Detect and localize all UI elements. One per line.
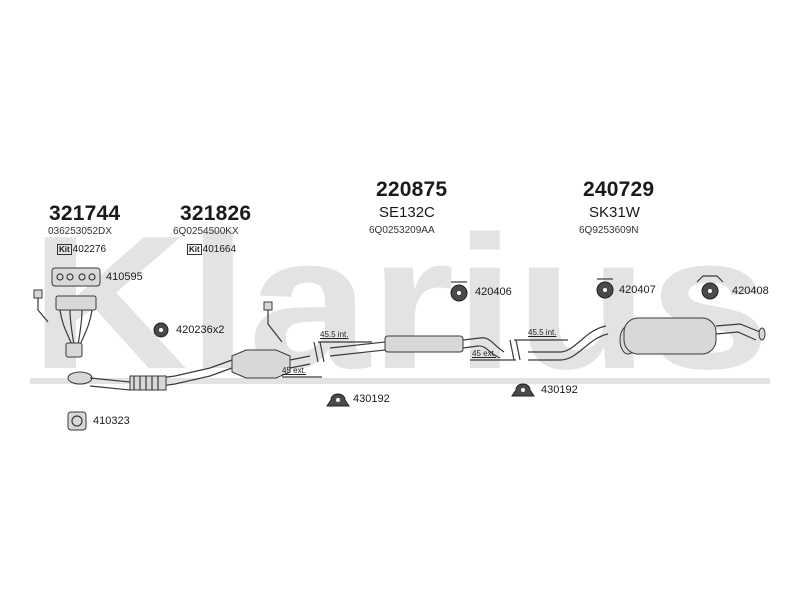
catalyst-kit-number: 401664 — [202, 243, 237, 255]
catalyst-part-number[interactable]: 321826 — [180, 202, 252, 225]
dimension-int-left: 45.5 int. — [320, 330, 349, 339]
manifold-kit[interactable]: Kit 402276 — [57, 244, 106, 255]
hanger-rear-number[interactable]: 420408 — [732, 285, 769, 297]
gasket-manifold-icon[interactable] — [51, 267, 101, 287]
rear-silencer-icon[interactable] — [528, 317, 766, 361]
middle-silencer-oem-number: 6Q0253209AA — [369, 225, 435, 236]
kit-badge-icon: Kit — [187, 244, 202, 255]
joint-left-icon — [313, 341, 325, 363]
dimension-int-right: 45.5 int. — [528, 328, 557, 337]
clamp-left-icon[interactable] — [326, 393, 350, 407]
hanger-middle-icon[interactable] — [450, 281, 468, 302]
hanger-middle-number[interactable]: 420406 — [475, 286, 512, 298]
manifold-part-number[interactable]: 321744 — [49, 202, 121, 225]
front-pipe-icon[interactable] — [67, 359, 233, 391]
catalyst-oem-number: 6Q0254500KX — [173, 226, 239, 237]
middle-silencer-icon[interactable] — [329, 335, 505, 359]
rear-silencer-part-number[interactable]: 240729 — [583, 178, 655, 201]
clamp-left-number[interactable]: 430192 — [353, 393, 390, 405]
hanger-rear-front-number[interactable]: 420407 — [619, 284, 656, 296]
hanger-rear-icon[interactable] — [696, 275, 724, 300]
kit-badge-icon: Kit — [57, 244, 72, 255]
joint-right-icon — [509, 339, 521, 361]
manifold-kit-number: 402276 — [72, 243, 107, 255]
clamp-right-icon[interactable] — [511, 383, 535, 397]
catalyst-kit[interactable]: Kit 401664 — [187, 244, 236, 255]
exhaust-manifold-icon[interactable] — [33, 289, 97, 358]
gasket-manifold-number[interactable]: 410595 — [106, 271, 143, 283]
rubber-mount-cat-icon[interactable] — [153, 322, 169, 338]
rubber-mount-cat-number[interactable]: 420236x2 — [176, 324, 225, 336]
gasket-flange-icon[interactable] — [67, 411, 87, 431]
catalyst-icon[interactable] — [231, 301, 311, 379]
clamp-right-number[interactable]: 430192 — [541, 384, 578, 396]
dimension-ext-right: 45 ext. — [472, 349, 497, 358]
rear-silencer-code: SK31W — [589, 204, 640, 221]
dimension-ext-left: 45 ext. — [282, 366, 307, 375]
middle-silencer-code: SE132C — [379, 204, 435, 221]
gasket-flange-number[interactable]: 410323 — [93, 415, 130, 427]
manifold-oem-number: 036253052DX — [48, 226, 112, 237]
rear-silencer-oem-number: 6Q9253609N — [579, 225, 639, 236]
middle-silencer-part-number[interactable]: 220875 — [376, 178, 448, 201]
hanger-rear-front-icon[interactable] — [596, 278, 614, 299]
dimension-lines — [282, 339, 568, 378]
